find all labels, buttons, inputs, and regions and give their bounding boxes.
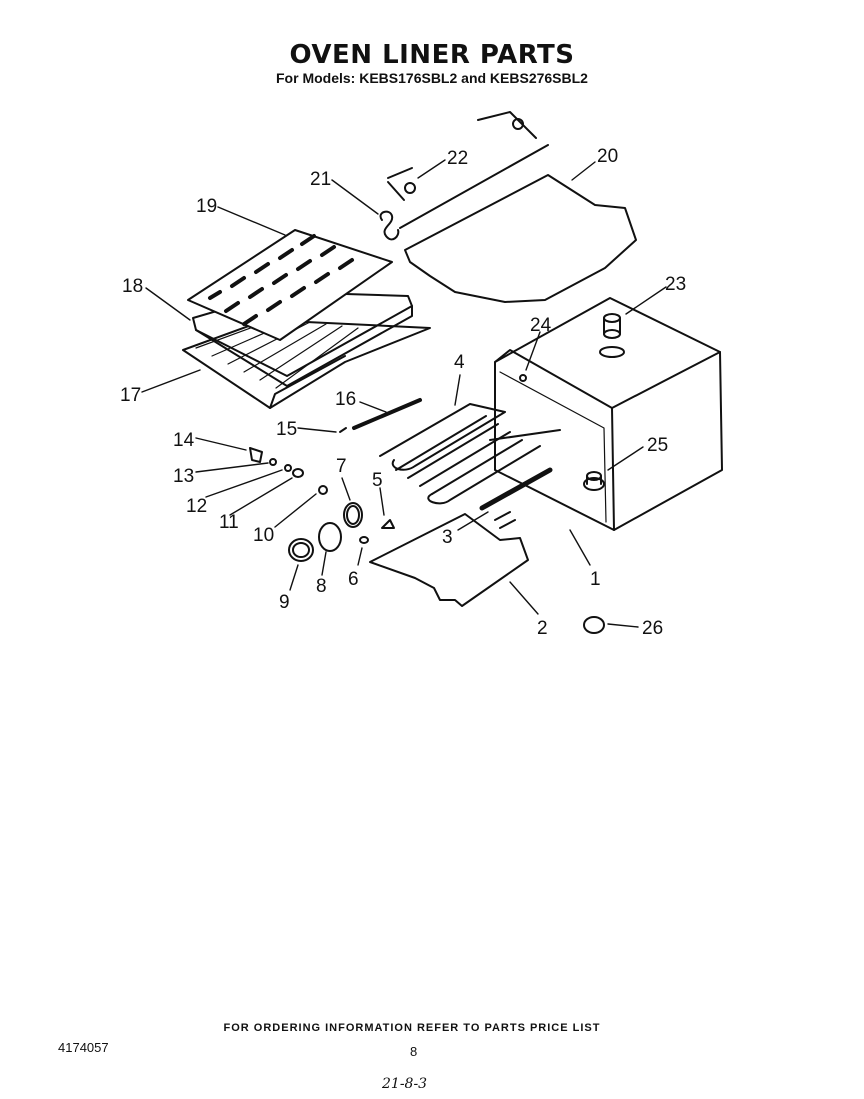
callout-5: 5: [372, 470, 383, 491]
ordering-note: FOR ORDERING INFORMATION REFER TO PARTS …: [223, 1022, 601, 1034]
oven-rack: [182, 317, 431, 409]
callout-25: 25: [647, 435, 668, 456]
callout-11: 11: [219, 512, 239, 533]
callout-19: 19: [196, 196, 217, 217]
handwritten-note: 21-8-3: [382, 1076, 428, 1092]
broil-element: [479, 467, 553, 529]
models-subtitle: For Models: KEBS176SBL2 and KEBS276SBL2: [276, 70, 588, 86]
callout-18: 18: [122, 276, 143, 297]
callout-3: 3: [442, 527, 453, 548]
callout-21: 21: [310, 169, 331, 190]
callout-22: 22: [447, 148, 468, 169]
callout-23: 23: [665, 274, 686, 295]
callout-7: 7: [336, 456, 347, 477]
callout-labels: 1 2 3 4 5 6 7 8 9 10 11 12 13 14 15 16 1…: [120, 146, 686, 639]
callout-16: 16: [335, 389, 356, 410]
callout-15: 15: [276, 419, 297, 440]
document-number: 4174057: [58, 1040, 109, 1055]
callout-6: 6: [348, 569, 359, 590]
page-title: OVEN LINER PARTS: [289, 40, 575, 70]
callout-2: 2: [537, 618, 548, 639]
callout-14: 14: [173, 430, 195, 451]
callout-20: 20: [597, 146, 618, 167]
sensor-wire-assembly: [379, 111, 549, 241]
bottom-trim: [369, 513, 529, 607]
callout-24: 24: [530, 315, 552, 336]
callout-12: 12: [186, 496, 207, 517]
oven-liner-box: [494, 297, 723, 531]
callout-1: 1: [590, 569, 601, 590]
gasket-loop: [404, 174, 637, 303]
broiler-pan-grid: [187, 229, 393, 341]
callout-4: 4: [454, 352, 465, 373]
callout-17: 17: [120, 385, 141, 406]
callout-10: 10: [253, 525, 274, 546]
exploded-parts-diagram: 1 2 3 4 5 6 7 8 9 10 11 12 13 14 15 16 1…: [120, 111, 723, 639]
callout-9: 9: [279, 592, 290, 613]
small-hardware: [249, 427, 395, 562]
element-bracket: [352, 398, 422, 430]
bake-element: [379, 403, 561, 505]
callout-8: 8: [316, 576, 327, 597]
callout-26: 26: [642, 618, 663, 639]
page-number: 8: [410, 1044, 418, 1059]
leader-lines: [141, 159, 667, 628]
knob: [583, 616, 605, 634]
callout-13: 13: [173, 466, 194, 487]
